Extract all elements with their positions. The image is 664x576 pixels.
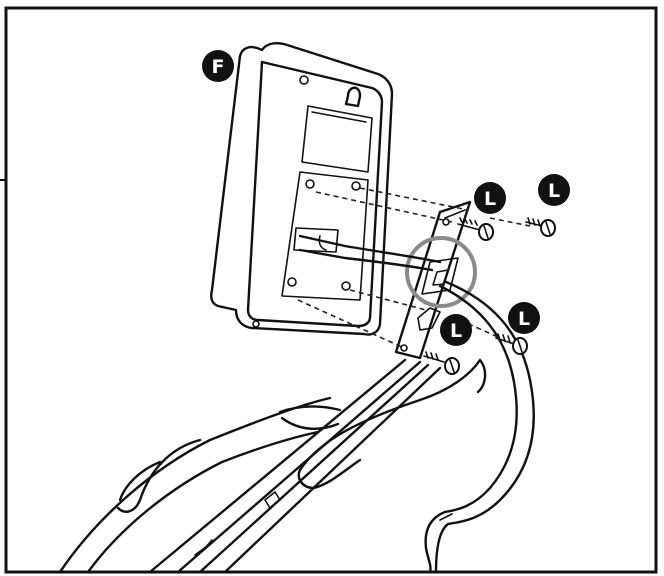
- badge-l-text: L: [518, 308, 530, 330]
- badge-l-top-left: L: [474, 182, 506, 214]
- badge-f-text: F: [212, 56, 225, 78]
- badge-l-text: L: [548, 180, 560, 202]
- screw-upper-left: [457, 217, 494, 241]
- badge-f: F: [202, 50, 234, 82]
- console-unit: [210, 42, 394, 336]
- badge-l-top-right: L: [538, 174, 570, 206]
- console-cable: [298, 234, 535, 574]
- screw-lower-right: [495, 333, 528, 355]
- highlight-circle: [405, 236, 477, 308]
- badge-l-text: L: [450, 320, 462, 342]
- badge-l-right: L: [508, 302, 540, 334]
- alignment-lines: [297, 187, 531, 349]
- diagram-frame: [4, 6, 658, 574]
- mounting-plate: [394, 200, 472, 360]
- badge-l-middle: L: [440, 314, 472, 346]
- screw-lower-left: [423, 351, 460, 375]
- badge-l-text: L: [484, 188, 496, 210]
- bike-frame: [58, 358, 487, 574]
- screw-upper-right: [525, 217, 556, 237]
